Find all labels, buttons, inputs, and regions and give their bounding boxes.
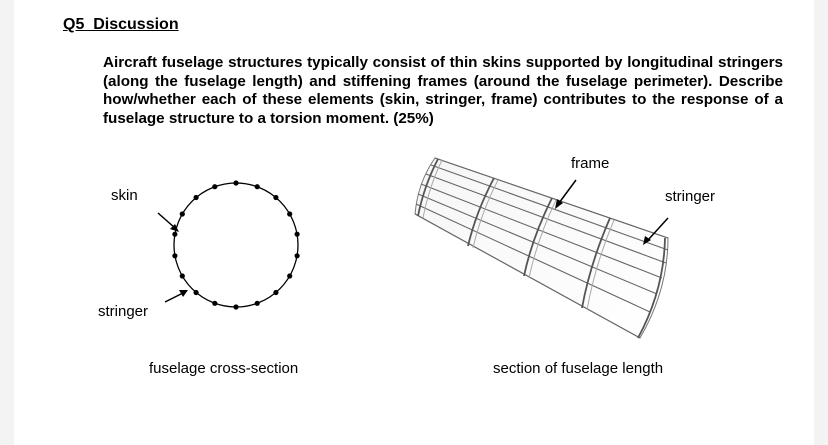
stringer-arrow-right [647, 217, 669, 241]
stringer-dot [212, 300, 218, 306]
skin-label: skin [111, 187, 138, 204]
stringer-dot [233, 304, 239, 310]
stringer-dot [172, 253, 178, 259]
document-page [14, 0, 814, 445]
stringer-dot [172, 231, 178, 237]
stringer-label-left: stringer [98, 303, 149, 320]
stringer-dot [193, 194, 199, 201]
stringer-dot [254, 184, 260, 190]
stringer-dot [193, 289, 199, 296]
stringer-dots [172, 180, 300, 310]
stringer-dot [212, 184, 218, 190]
stringer-arrowhead-right [643, 236, 651, 245]
stringer-dot [233, 180, 239, 186]
stringer-dot [179, 211, 185, 217]
frame-arrowhead [555, 199, 563, 209]
skin-arrowhead [170, 224, 179, 232]
stringer-arrowhead [179, 290, 188, 297]
panel-frames [417, 158, 666, 339]
panel-skin [414, 157, 669, 339]
question-heading: Q5 Discussion [63, 16, 179, 33]
stringer-dot [294, 253, 300, 259]
stringer-label-right: stringer [665, 188, 716, 205]
stringer-dot [287, 211, 293, 217]
stringer-dot [294, 231, 300, 237]
skin-arrow [157, 212, 176, 229]
frame-arrow [558, 179, 577, 204]
question-text: Aircraft fuselage structures typically c… [103, 54, 783, 127]
stringer-dot [254, 300, 260, 306]
fuselage-length-caption: section of fuselage length [493, 360, 664, 377]
stringer-arrow [164, 292, 184, 303]
cross-section-caption: fuselage cross-section [149, 360, 299, 377]
stringer-dot [179, 273, 185, 279]
stringer-dot [273, 194, 279, 201]
stringer-dot [273, 289, 279, 296]
frame-label: frame [571, 155, 610, 172]
stringer-dot [287, 273, 293, 279]
